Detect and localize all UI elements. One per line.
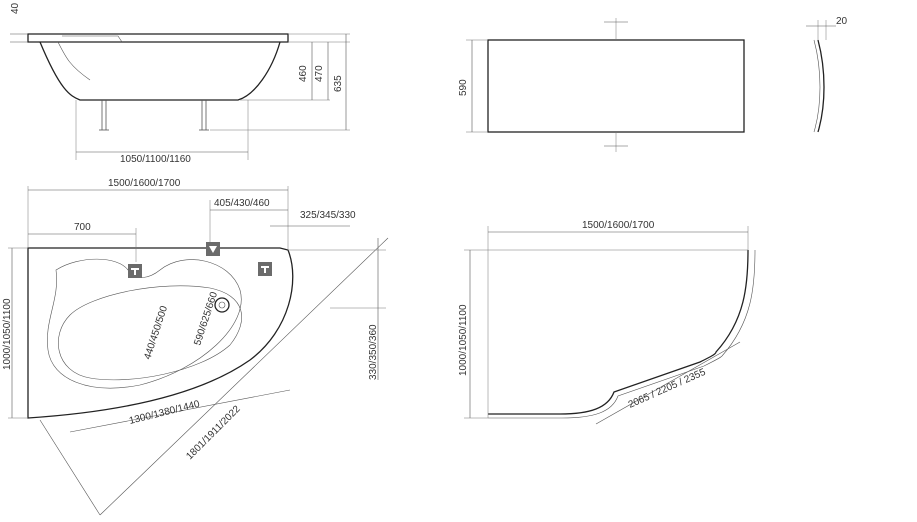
side-panel-view: 20	[806, 16, 848, 133]
height-1-label: 460	[298, 65, 309, 82]
faucet-icon	[258, 262, 272, 276]
panel-curve-outer	[488, 249, 749, 415]
overall-width-label: 1000/1050/1100	[2, 298, 13, 370]
height-2-label: 470	[314, 65, 325, 82]
panel-length-label: 1500/1600/1700	[582, 220, 655, 231]
tub-rim	[27, 33, 289, 43]
front-panel-view: 590	[458, 18, 745, 152]
right-offset-label: 325/345/330	[300, 210, 356, 221]
faucet-icon	[128, 264, 142, 278]
plan-view: 1500/1600/1700 405/430/460 325/345/330 7…	[2, 178, 389, 516]
side-view: 40 1050/1100/1160 460 470 635	[10, 2, 350, 165]
panel-width-label: 1000/1050/1100	[458, 304, 469, 376]
diagonal-label: 1801/1911/2022	[184, 403, 243, 462]
width-label: 1050/1100/1160	[120, 154, 191, 165]
panel-plan-view: 1500/1600/1700 1000/1050/1100 2065 / 220…	[458, 220, 756, 425]
overall-length-label: 1500/1600/1700	[108, 178, 181, 189]
panel-depth-label: 20	[836, 16, 848, 27]
tub-body	[39, 41, 281, 101]
tub-plan-outline	[27, 247, 294, 419]
side-panel-profile	[817, 39, 825, 133]
headrest	[62, 35, 123, 43]
inner-basin-outer	[47, 258, 242, 389]
inner-width-1-label: 440/450/500	[142, 304, 170, 361]
left-offset-label: 700	[74, 222, 91, 233]
drain-overflow-icon	[206, 242, 220, 256]
panel-height-label: 590	[458, 79, 469, 96]
inner-basin	[58, 285, 242, 381]
headrest-curve	[57, 41, 91, 81]
tub-legs	[99, 100, 209, 131]
height-3-label: 635	[333, 75, 344, 92]
top-height-label: 40	[10, 2, 21, 14]
front-panel	[487, 39, 745, 133]
right-height-label: 330/350/360	[368, 324, 379, 380]
drain-offset-label: 405/430/460	[214, 198, 270, 209]
inner-width-2-label: 590/625/660	[192, 290, 220, 347]
drain-circle	[214, 297, 230, 313]
